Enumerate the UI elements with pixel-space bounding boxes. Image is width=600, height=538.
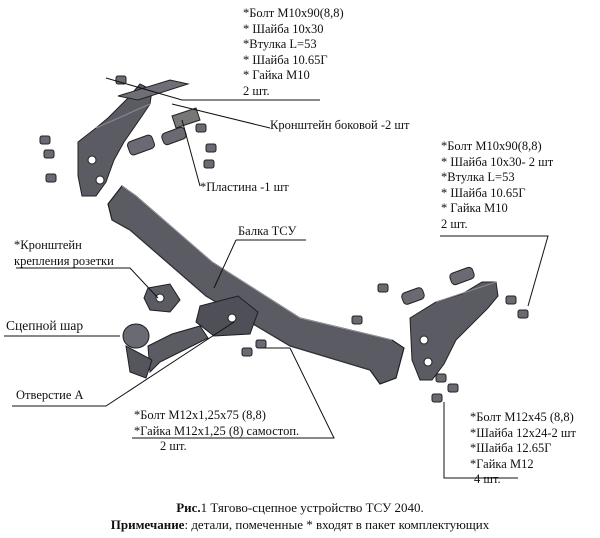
note-text: : детали, помеченные * входят в пакет ко… <box>184 517 490 532</box>
socket-bracket-line: крепления розетки <box>14 253 114 268</box>
figure-title: 1 Тягово-сцепное устройство ТСУ 2040. <box>200 500 424 515</box>
bottom-right-kit-line: *Болт М12х45 (8,8) <box>470 410 574 424</box>
plate-part <box>171 107 201 129</box>
tow-ball <box>122 323 150 349</box>
figure-prefix: Рис. <box>176 500 201 515</box>
center-kit-label: *Болт М12х1,25х75 (8,8) *Гайка М12х1,25 … <box>134 408 299 455</box>
hitch-tongue <box>195 295 259 337</box>
socket-bracket-line: *Кронштейн <box>14 238 82 252</box>
top-kit-line: * Шайба 10х30 <box>243 21 324 36</box>
right-kit-line: 2 шт. <box>441 216 468 231</box>
plate-label: *Пластина -1 шт <box>200 180 289 194</box>
bottom-right-kit-line: *Гайка М12 <box>470 456 534 471</box>
side-bracket-label: Кронштейн боковой -2 шт <box>270 118 410 132</box>
top-kit-label: *Болт М10х90(8,8) * Шайба 10х30 *Втулка … <box>243 6 344 99</box>
right-kit-line: * Шайба 10х30- 2 шт <box>441 154 554 169</box>
right-kit-line: * Гайка М10 <box>441 201 508 215</box>
ball-label: Сцепной шар <box>6 318 84 333</box>
figure-caption: Рис.1 Тягово-сцепное устройство ТСУ 2040… <box>0 500 600 516</box>
top-kit-line: * Гайка М10 <box>243 68 310 82</box>
right-kit-line: * Шайба 10.65Г <box>441 185 526 200</box>
hole-a-label: Отверстие А <box>16 388 84 402</box>
beam-label: Балка ТСУ <box>238 224 297 238</box>
sleeve <box>161 126 187 146</box>
hole-a <box>227 313 237 323</box>
center-fasteners <box>241 339 267 357</box>
socket-bracket-label: *Кронштейн крепления розетки <box>14 238 114 269</box>
top-kit-line: *Болт М10х90(8,8) <box>243 6 344 20</box>
bottom-right-kit-label: *Болт М12х45 (8,8) *Шайба 12х24-2 шт *Ша… <box>470 410 576 488</box>
right-kit-label: *Болт М10х90(8,8) * Шайба 10х30- 2 шт *В… <box>441 139 553 232</box>
left-fasteners <box>39 75 217 183</box>
top-kit-line: *Втулка L=53 <box>243 37 317 51</box>
center-kit-line: *Болт М12х1,25х75 (8,8) <box>134 408 266 422</box>
sleeve <box>127 134 155 156</box>
right-kit-line: *Втулка L=53 <box>441 170 515 184</box>
right-fasteners <box>351 283 529 403</box>
leader-lines <box>4 77 549 479</box>
left-bracket-plate <box>117 79 190 101</box>
top-kit-line: 2 шт. <box>243 83 270 98</box>
left-side-bracket <box>77 83 153 197</box>
bottom-right-kit-line: 4 шт. <box>474 472 501 486</box>
ball-neck <box>147 325 209 374</box>
center-kit-line: *Гайка М12х1,25 (8) самостоп. <box>134 423 300 438</box>
bottom-right-kit-line: *Шайба 12х24-2 шт <box>470 425 577 440</box>
center-kit-line: 2 шт. <box>160 439 187 453</box>
sleeve <box>449 266 475 286</box>
sleeve <box>401 287 425 305</box>
top-kit-line: * Шайба 10.65Г <box>243 52 328 67</box>
bottom-right-kit-line: *Шайба 12.65Г <box>470 441 552 455</box>
note-caption: Примечание: детали, помеченные * входят … <box>0 517 600 533</box>
right-kit-line: *Болт М10х90(8,8) <box>441 139 542 153</box>
note-prefix: Примечание <box>110 517 185 532</box>
